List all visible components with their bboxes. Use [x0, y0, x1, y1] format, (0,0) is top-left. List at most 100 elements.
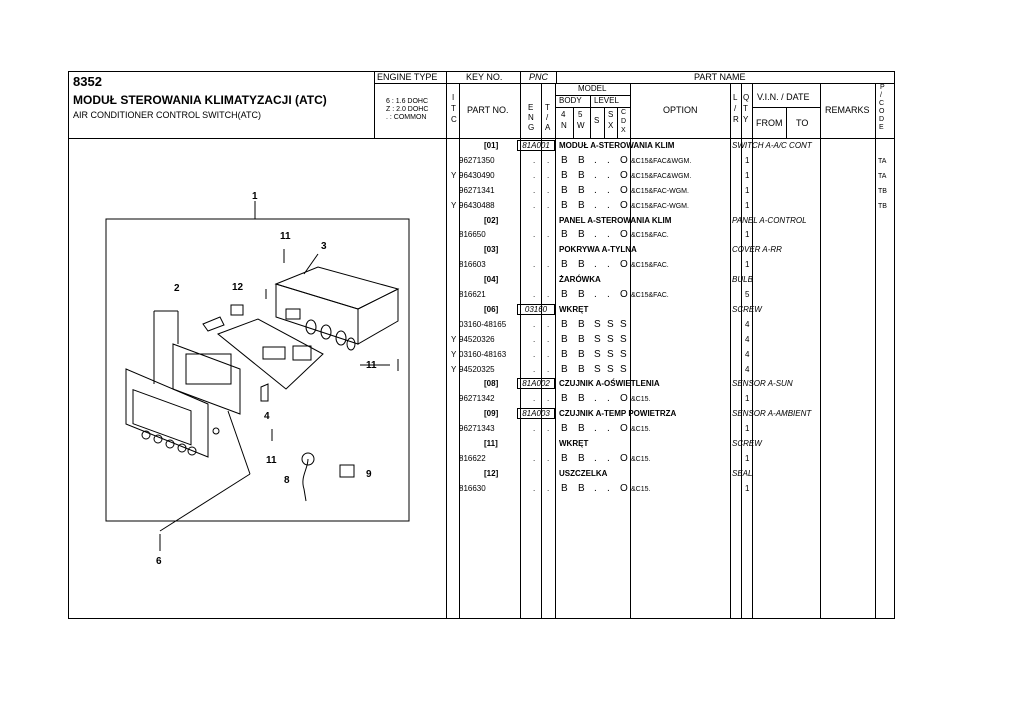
row-level-cdx: O: [620, 393, 628, 404]
row-part-no: 03160-48163: [459, 350, 507, 359]
group-name-en: SCREW: [732, 305, 762, 314]
group-name-pl: ŻARÓWKA: [559, 275, 601, 284]
col-eng-e: E: [528, 103, 534, 112]
row-body-5w: B: [578, 185, 585, 196]
col-itc-c: C: [451, 115, 457, 124]
row-qty: 1: [745, 230, 750, 239]
row-ta: .: [547, 260, 550, 269]
row-option: &C15&FAC-WGM.: [631, 203, 689, 210]
col-part-name: PART NAME: [694, 72, 746, 82]
row-part-no: 96271341: [459, 186, 495, 195]
engine-type-2: Z : 2.0 DOHC: [386, 106, 429, 113]
group-name-en: COVER A-RR: [732, 245, 782, 254]
row-part-no: 816622: [459, 454, 486, 463]
row-level-s: .: [594, 423, 597, 434]
row-qty: 5: [745, 290, 750, 299]
row-option: &C15.: [631, 396, 651, 403]
row-ta: .: [547, 454, 550, 463]
row-body-4n: B: [561, 259, 568, 270]
col-pcode-c: C: [879, 100, 885, 107]
row-eng: .: [533, 424, 536, 433]
row-body-4n: B: [561, 483, 568, 494]
row-ta: .: [547, 230, 550, 239]
row-ta: .: [547, 424, 550, 433]
row-eng: .: [533, 484, 536, 493]
row-part-no: 94520325: [459, 365, 495, 374]
group-name-pl: MODUŁ A-STEROWANIA KLIM: [559, 141, 675, 150]
row-level-sx: .: [607, 289, 610, 300]
callout-12: 12: [232, 282, 244, 293]
col-body-4: 4: [561, 110, 566, 119]
row-level-s: S: [594, 364, 601, 375]
row-eng: .: [533, 171, 536, 180]
col-level-cdx-d: D: [621, 118, 627, 125]
row-qty: 4: [745, 320, 750, 329]
row-body-5w: B: [578, 393, 585, 404]
col-body-w: W: [577, 121, 585, 130]
group-name-en: SCREW: [732, 439, 762, 448]
row-level-cdx: S: [620, 319, 627, 330]
row-body-5w: B: [578, 200, 585, 211]
row-level-cdx: S: [620, 349, 627, 360]
callout-4: 4: [264, 411, 270, 422]
row-body-4n: B: [561, 185, 568, 196]
col-pcode-slash: /: [880, 92, 882, 99]
row-itc: Y: [451, 201, 457, 210]
callout-11-right: 11: [366, 360, 377, 371]
row-qty: 1: [745, 171, 750, 180]
page-title-en: AIR CONDITIONER CONTROL SWITCH(ATC): [73, 110, 261, 120]
row-level-s: S: [594, 334, 601, 345]
row-eng: .: [533, 230, 536, 239]
group-name-en: SENSOR A-SUN: [732, 379, 793, 388]
callout-11-bottom: 11: [266, 455, 277, 466]
col-pcode-e: E: [879, 124, 884, 131]
row-level-cdx: S: [620, 364, 627, 375]
row-body-5w: B: [578, 334, 585, 345]
col-vin-date: V.I.N. / DATE: [757, 92, 810, 102]
col-itc-i: I: [452, 93, 455, 102]
col-lr-r: R: [733, 115, 739, 124]
row-body-5w: B: [578, 364, 585, 375]
seal-part: [230, 304, 244, 316]
row-itc: Y: [451, 335, 457, 344]
row-body-5w: B: [578, 289, 585, 300]
row-level-cdx: O: [620, 229, 628, 240]
row-itc: Y: [451, 350, 457, 359]
row-body-5w: B: [578, 259, 585, 270]
engine-type-1: 6 : 1.6 DOHC: [386, 98, 429, 105]
row-option: &C15.: [631, 486, 651, 493]
callout-6: 6: [156, 556, 162, 567]
group-key: [06]: [484, 305, 499, 314]
col-level: LEVEL: [594, 96, 619, 105]
pnc-box: 81A002: [517, 378, 555, 389]
row-level-cdx: O: [620, 423, 628, 434]
circuit-board: [217, 318, 324, 390]
row-itc: Y: [451, 365, 457, 374]
row-body-4n: B: [561, 155, 568, 166]
group-name-pl: WKRĘT: [559, 305, 589, 314]
col-body-n: N: [561, 121, 567, 130]
row-itc: Y: [451, 171, 457, 180]
row-level-cdx: O: [620, 289, 628, 300]
row-part-no: 816650: [459, 230, 486, 239]
row-qty: 1: [745, 156, 750, 165]
col-remarks: REMARKS: [825, 105, 870, 115]
col-itc-t: T: [451, 104, 456, 113]
row-level-sx: .: [607, 185, 610, 196]
engine-type-3: . : COMMON: [386, 114, 427, 121]
row-remarks: TA: [878, 158, 887, 165]
row-level-s: .: [594, 393, 597, 404]
row-part-no: 96430490: [459, 171, 495, 180]
row-qty: 1: [745, 260, 750, 269]
group-name-pl: CZUJNIK A-OŚWIETLENIA: [559, 379, 660, 388]
row-eng: .: [533, 335, 536, 344]
page-frame: [68, 71, 895, 619]
row-qty: 1: [745, 394, 750, 403]
row-body-4n: B: [561, 200, 568, 211]
row-ta: .: [547, 201, 550, 210]
row-body-4n: B: [561, 334, 568, 345]
row-qty: 4: [745, 365, 750, 374]
row-level-sx: .: [607, 483, 610, 494]
row-level-cdx: O: [620, 200, 628, 211]
group-name-en: SWITCH A-A/C CONT: [732, 141, 812, 150]
